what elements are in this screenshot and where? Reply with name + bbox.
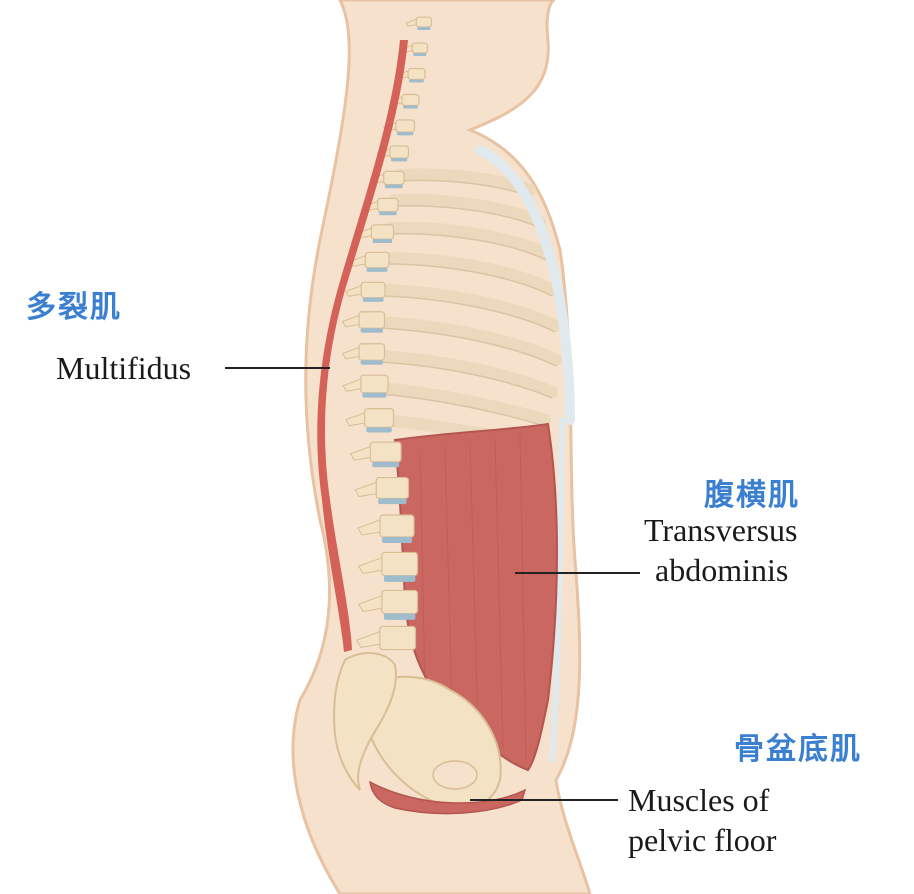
vertebra (411, 42, 429, 54)
intervertebral-disc (417, 26, 431, 30)
pelvic-floor-label-cn: 骨盆底肌 (734, 732, 862, 767)
vertebra (358, 343, 386, 361)
spinous-process (345, 285, 362, 297)
spinous-process (342, 378, 362, 392)
pelvic-floor-label-en-line2: pelvic floor (628, 822, 777, 858)
vertebra (415, 16, 433, 28)
intervertebral-disc (409, 79, 424, 83)
spinous-process (349, 445, 371, 461)
intervertebral-disc (396, 132, 414, 136)
pelvic-floor-label-en-line1: Muscles of (628, 782, 770, 818)
vertebra (364, 251, 390, 269)
sternum (475, 145, 575, 425)
multifidus-label-cn: 多裂肌 (26, 290, 122, 325)
intervertebral-disc (383, 613, 416, 620)
vertebra (381, 551, 419, 577)
vertebra (381, 589, 419, 615)
spinous-process (349, 255, 366, 267)
muscle-fibers (419, 433, 527, 761)
spinous-process (354, 481, 377, 498)
intervertebral-disc (413, 52, 427, 56)
spinous-process (341, 346, 360, 360)
pelvis-foramen (432, 760, 478, 790)
vertebra (379, 514, 415, 538)
transversus-label-cn: 腹横肌 (704, 478, 800, 513)
intervertebral-disc (403, 105, 418, 109)
vertebra (364, 408, 395, 428)
sacrum (333, 652, 397, 791)
vertebra (395, 119, 416, 133)
intervertebral-disc (362, 297, 384, 302)
intervertebral-disc (366, 427, 392, 433)
vertebra (360, 374, 389, 394)
spinous-process (355, 630, 381, 649)
spine (341, 16, 433, 651)
intervertebral-disc (378, 498, 407, 505)
vertebra (375, 476, 410, 500)
intervertebral-disc (390, 158, 408, 162)
intervertebral-disc (383, 575, 416, 582)
rib-cage (374, 168, 562, 446)
vertebra (377, 197, 399, 213)
transversus-label-en-line1: Transversus (644, 512, 798, 548)
vertebra (369, 441, 402, 463)
spinous-process (357, 556, 383, 575)
spinous-process (345, 412, 366, 427)
vertebra (360, 281, 386, 299)
intervertebral-disc (360, 360, 383, 365)
intervertebral-disc (366, 267, 388, 272)
vertebra (383, 170, 405, 186)
abdominal-fascia-line (549, 417, 565, 763)
vertebra (389, 145, 410, 159)
spinous-process (357, 594, 383, 613)
spinous-process (405, 18, 417, 27)
vertebra (407, 67, 426, 81)
intervertebral-disc (378, 211, 397, 216)
intervertebral-disc (372, 461, 400, 468)
intervertebral-disc (360, 328, 383, 333)
spinous-process (341, 314, 360, 328)
multifidus-label-en: Multifidus (56, 350, 192, 386)
intervertebral-disc (382, 537, 412, 543)
spinous-process (357, 519, 381, 536)
transversus-label-en-line2: abdominis (655, 552, 789, 588)
vertebra (370, 224, 395, 240)
vertebra (379, 625, 417, 651)
intervertebral-disc (372, 239, 393, 244)
intervertebral-disc (362, 392, 387, 398)
intervertebral-disc (384, 184, 403, 189)
vertebra (401, 93, 420, 107)
vertebra (358, 311, 386, 329)
